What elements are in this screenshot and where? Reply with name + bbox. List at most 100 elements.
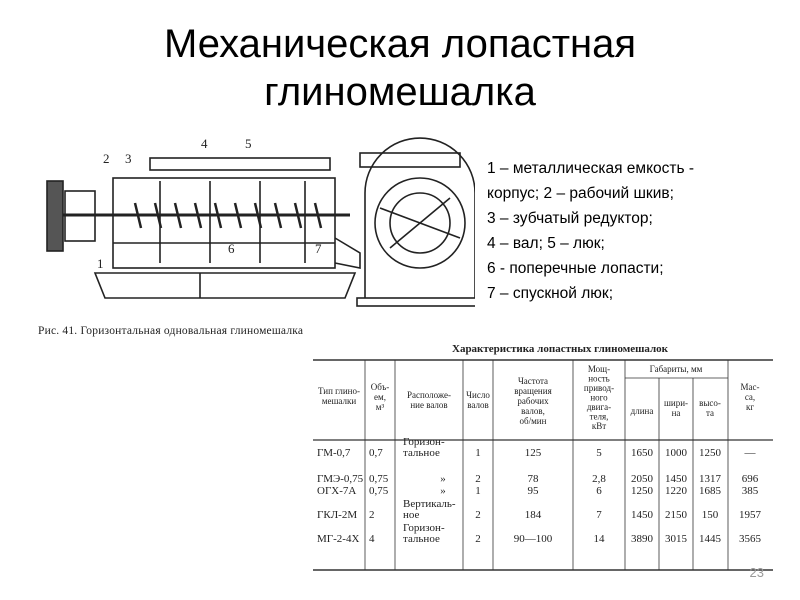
table-cell-power: 2,8 [592,473,606,485]
table-cell-height: 1317 [699,473,722,485]
header-power: Мощ- [588,364,610,374]
specs-table-svg: Тип глино-мешалкиОбъ-ем,м³Расположе-ние … [313,359,773,571]
slide-title-line-2: глиномешалка [264,70,536,114]
legend-line: 3 – зубчатый редуктор; [487,210,653,227]
table-cell-type: ГКЛ-2М [317,509,357,521]
table-cell-type: МГ-2-4Х [317,533,359,545]
mixer-body [112,177,336,269]
table-cell-arrangement: Горизон- [403,436,445,448]
table-cell-power: 14 [594,533,606,545]
callout-2: 2 [103,151,110,166]
legend-line: 7 – спускной люк; [487,285,614,302]
table-cell-type: ГМЭ-0,75 [317,473,364,485]
table-cell-arrangement: ное [403,509,420,521]
header-shafts: валов [467,400,488,410]
table-cell-speed: 125 [525,447,542,459]
table-cell-volume: 4 [369,533,375,545]
table-cell-volume: 0,75 [369,473,389,485]
header-type: мешалки [322,396,357,406]
mixer-lid [149,157,331,171]
table-cell-volume: 2 [369,509,375,521]
header-speed: Частота [518,376,548,386]
callout-3: 3 [125,151,132,166]
table-cell-speed: 95 [528,485,540,497]
table-cell-mass: 385 [742,485,759,497]
table-cell-power: 6 [596,485,602,497]
table-cell-power: 5 [596,447,602,459]
table-cell-volume: 0,7 [369,447,383,459]
table-cell-height: 1685 [699,485,722,497]
header-width: на [672,408,681,418]
header-height: высо- [699,398,721,408]
table-cell-width: 3015 [665,533,688,545]
mixer-drawing: 2 3 4 5 6 7 1 [35,133,480,328]
header-volume: м³ [376,402,385,412]
header-width: шири- [664,398,688,408]
drive-pulley [46,180,64,252]
table-title: Характеристика лопастных глиномешалок [452,343,668,355]
table-cell-length: 1650 [631,447,654,459]
table-cell-type: ОГХ-7А [317,485,356,497]
header-power: привод- [584,383,614,393]
header-speed: об/мин [520,416,547,426]
table-cell-volume: 0,75 [369,485,389,497]
header-speed: валов, [521,406,545,416]
table-cell-speed: 78 [528,473,540,485]
callout-6: 6 [228,241,235,256]
table-cell-width: 1000 [665,447,688,459]
table-cell-arrangement: Вертикаль- [403,498,456,510]
header-dims: Габариты, мм [650,364,703,374]
table-cell-height: 150 [702,509,719,521]
header-power: кВт [592,421,606,431]
header-mass: кг [746,402,754,412]
slide-title: Механическая лопастная глиномешалка [0,20,800,116]
header-arrangement: Расположе- [407,390,451,400]
header-arrangement: ние валов [410,400,447,410]
table-cell-arrangement: » [440,485,446,497]
table-cell-mass: — [744,447,757,459]
table-cell-length: 2050 [631,473,654,485]
legend-line: 4 – вал; 5 – люк; [487,235,605,252]
header-speed: рабочих [517,396,549,406]
table-cell-height: 1250 [699,447,722,459]
header-mass: са, [745,392,755,402]
table-cell-height: 1445 [699,533,722,545]
header-shafts: Число [466,390,490,400]
header-volume: Объ- [371,382,390,392]
table-cell-shafts: 2 [475,473,481,485]
header-power: ного [590,393,608,403]
callout-4: 4 [201,136,208,151]
table-cell-type: ГМ-0,7 [317,447,351,459]
table-cell-mass: 1957 [739,509,762,521]
table-cell-arrangement: тальное [403,447,440,459]
header-power: ность [588,374,610,384]
table-cell-arrangement: Горизон- [403,522,445,534]
end-view-drum [374,177,466,269]
header-length: длина [631,406,654,416]
table-cell-length: 3890 [631,533,654,545]
table-cell-width: 1220 [665,485,688,497]
end-view-body [364,137,476,298]
mixer-base [93,272,357,299]
legend-line: корпус; 2 – рабочий шкив; [487,185,674,202]
mixer-drawing-svg: 2 3 4 5 6 7 1 [46,136,480,307]
table-cell-length: 1450 [631,509,654,521]
legend-line: 6 - поперечные лопасти; [487,260,664,277]
table-cell-length: 1250 [631,485,654,497]
header-mass: Мас- [741,382,760,392]
figure-caption: Рис. 41. Горизонтальная одновальная глин… [38,325,304,337]
table-cell-speed: 184 [525,509,542,521]
header-height: та [706,408,714,418]
header-type: Тип глино- [318,386,360,396]
table-cell-arrangement: » [440,473,446,485]
callout-5: 5 [245,136,252,151]
table-cell-shafts: 2 [475,509,481,521]
table-cell-mass: 696 [742,473,759,485]
table-cell-width: 2150 [665,509,688,521]
table-cell-speed: 90—100 [514,533,553,545]
table-cell-shafts: 1 [475,485,481,497]
table-cell-power: 7 [596,509,602,521]
callout-1: 1 [97,256,104,271]
table-cell-arrangement: тальное [403,533,440,545]
